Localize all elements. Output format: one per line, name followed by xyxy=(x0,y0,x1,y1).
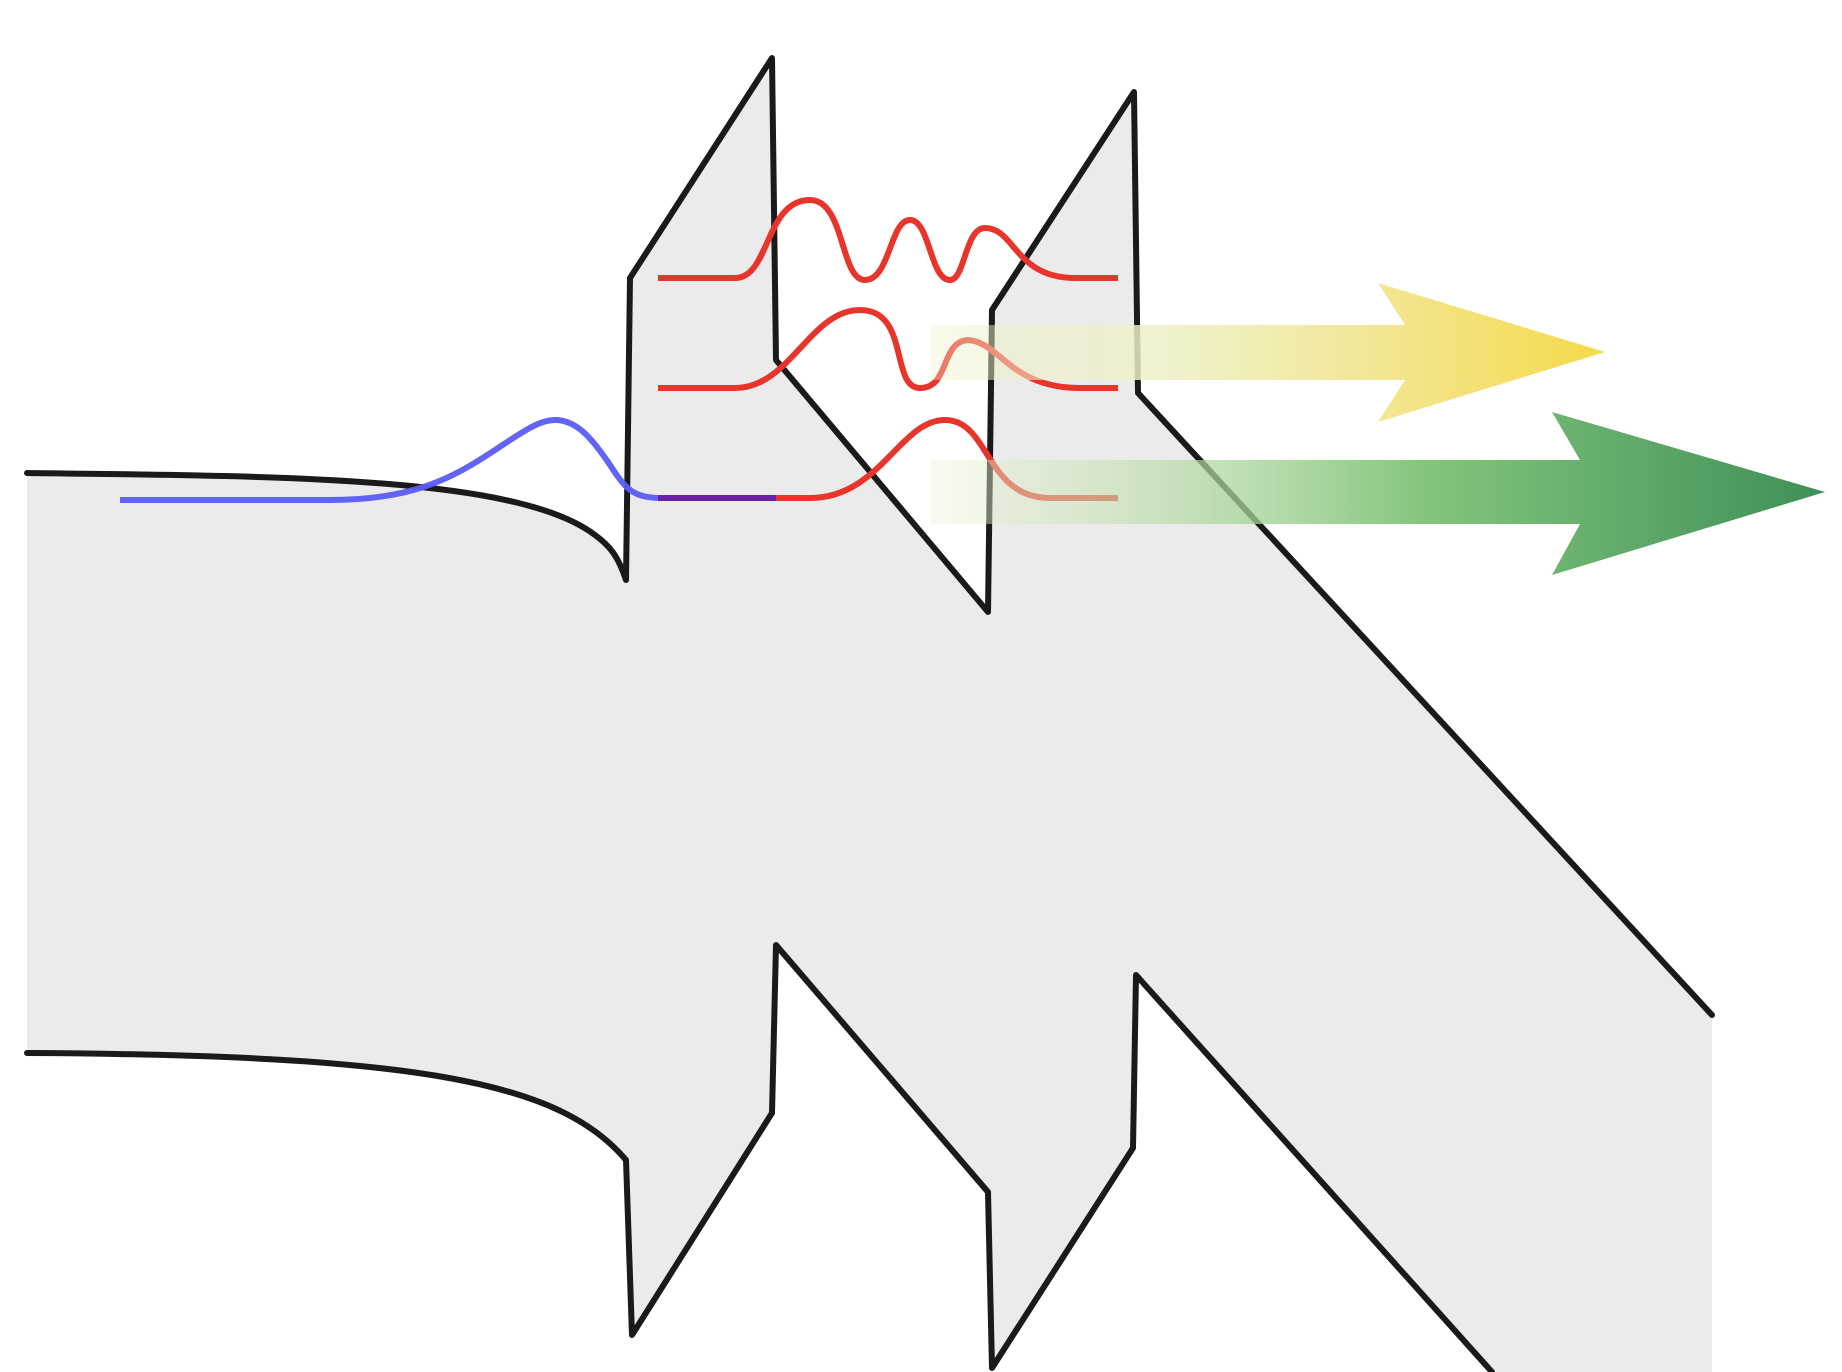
waveguide-upper-outline xyxy=(24,55,1715,1018)
gaussian-wave-packet xyxy=(120,417,659,503)
upper-output-beam xyxy=(930,283,1605,422)
tapered-waveguide-body xyxy=(27,58,1712,1372)
waveguide-lower-outline xyxy=(24,942,1495,1372)
mode-3-antinodes xyxy=(658,197,1118,283)
lower-output-beam xyxy=(930,412,1825,575)
